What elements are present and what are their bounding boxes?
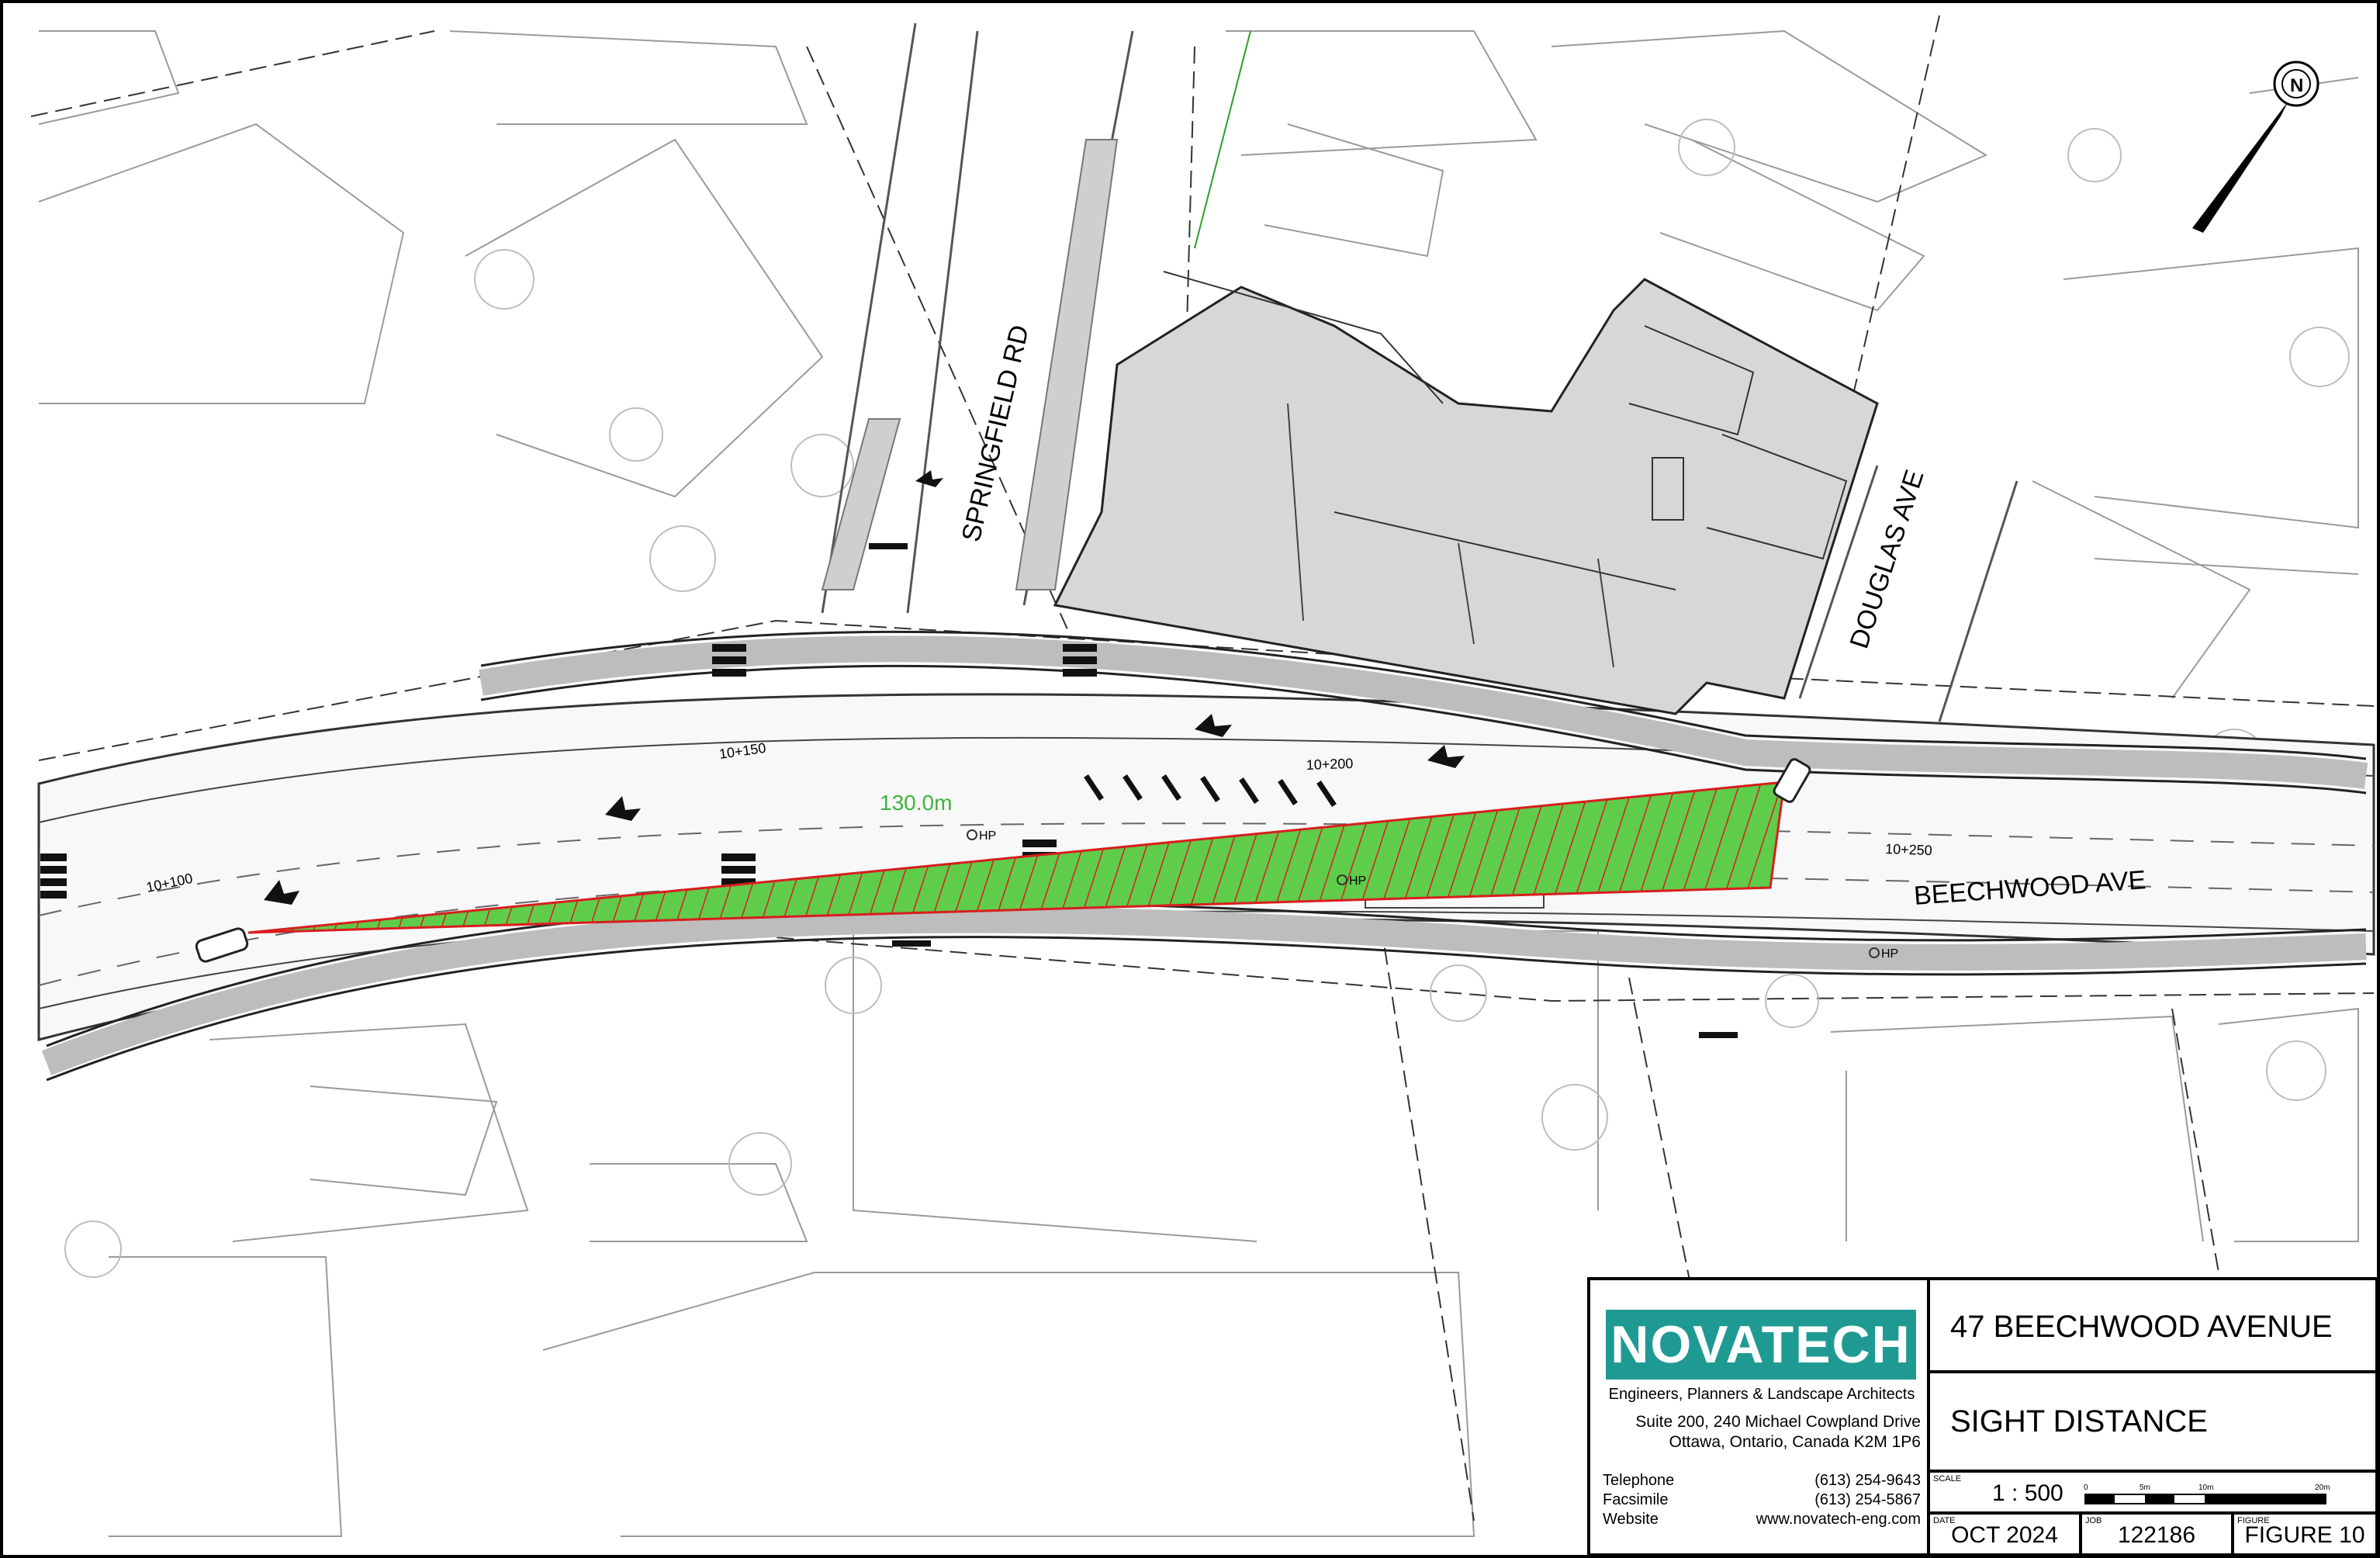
proposed-building — [1053, 271, 1879, 715]
address-line-1: Suite 200, 240 Michael Cowpland Drive — [1635, 1413, 1921, 1431]
scale-bar: 0 5m 10m 20m — [2084, 1484, 2330, 1504]
scale-tick: 0 — [2084, 1484, 2088, 1492]
curbs — [46, 630, 2367, 1082]
sight-distance-label: 130.0m — [880, 791, 952, 815]
side-street-sidewalks — [821, 139, 1119, 590]
scale-tick: 5m — [2140, 1484, 2150, 1492]
scale-cell: SCALE 1 : 500 0 5m 10m 20m — [1930, 1473, 2375, 1515]
contact-row-telephone: Telephone (613) 254-9643 — [1603, 1471, 1921, 1490]
company-panel: NOVATECH Engineers, Planners & Landscape… — [1590, 1280, 1930, 1553]
job-caption: JOB — [2085, 1516, 2102, 1525]
north-arrow-icon — [2192, 61, 2319, 233]
title-block: NOVATECH Engineers, Planners & Landscape… — [1587, 1277, 2378, 1556]
cycle-tracks — [41, 635, 2368, 1075]
green-survey-line — [1194, 30, 1251, 249]
contact-label: Telephone — [1603, 1472, 1675, 1489]
chainage-label: 10+200 — [1306, 756, 1353, 773]
sight-distance-triangle — [247, 781, 1786, 934]
figure-cell: FIGURE FIGURE 10 — [2234, 1515, 2375, 1553]
scale-tick: 20m — [2315, 1484, 2330, 1492]
job-cell: JOB 122186 — [2082, 1515, 2234, 1553]
job-value: 122186 — [2117, 1522, 2196, 1548]
crosswalks — [40, 543, 1738, 1038]
drawing-info-row: DATE OCT 2024 JOB 122186 FIGURE FIGURE 1… — [1930, 1515, 2375, 1553]
vehicle-right — [1773, 758, 1811, 803]
company-logo: NOVATECH — [1606, 1310, 1916, 1380]
contact-info: Telephone (613) 254-9643 Facsimile (613)… — [1603, 1471, 1921, 1529]
date-value: OCT 2024 — [1951, 1522, 2058, 1548]
hp-label: HP — [979, 829, 996, 843]
hp-markers — [967, 829, 1880, 958]
company-tagline: Engineers, Planners & Landscape Architec… — [1608, 1386, 1915, 1403]
contact-value: (613) 254-9643 — [1814, 1472, 1921, 1489]
date-caption: DATE — [1933, 1516, 1956, 1525]
address-line-2: Ottawa, Ontario, Canada K2M 1P6 — [1669, 1433, 1921, 1451]
figure-caption: FIGURE — [2237, 1516, 2270, 1525]
hp-label: HP — [1881, 947, 1898, 961]
scale-caption: SCALE — [1933, 1474, 1962, 1484]
scale-value: 1 : 500 — [1992, 1480, 2063, 1506]
contact-value: (613) 254-5867 — [1814, 1491, 1921, 1508]
contact-row-website: Website www.novatech-eng.com — [1603, 1510, 1921, 1529]
figure-value: FIGURE 10 — [2244, 1522, 2365, 1548]
hp-label: HP — [1349, 874, 1366, 888]
chainage-label: 10+250 — [1885, 841, 1932, 858]
lane-arrows — [264, 470, 1465, 905]
vehicle-left — [195, 927, 249, 963]
north-arrow-label: N — [2290, 75, 2303, 96]
contact-label: Facsimile — [1603, 1491, 1669, 1508]
drawing-title: SIGHT DISTANCE — [1930, 1373, 2375, 1473]
company-address: Suite 200, 240 Michael Cowpland Drive Ot… — [1603, 1412, 1921, 1452]
contact-row-facsimile: Facsimile (613) 254-5867 — [1603, 1490, 1921, 1510]
contact-value: www.novatech-eng.com — [1756, 1511, 1921, 1528]
hatched-bus-zone — [1084, 774, 1337, 807]
contact-label: Website — [1603, 1511, 1659, 1528]
project-title: 47 BEECHWOOD AVENUE — [1930, 1280, 2375, 1373]
scale-tick: 10m — [2198, 1484, 2213, 1492]
date-cell: DATE OCT 2024 — [1930, 1515, 2082, 1553]
